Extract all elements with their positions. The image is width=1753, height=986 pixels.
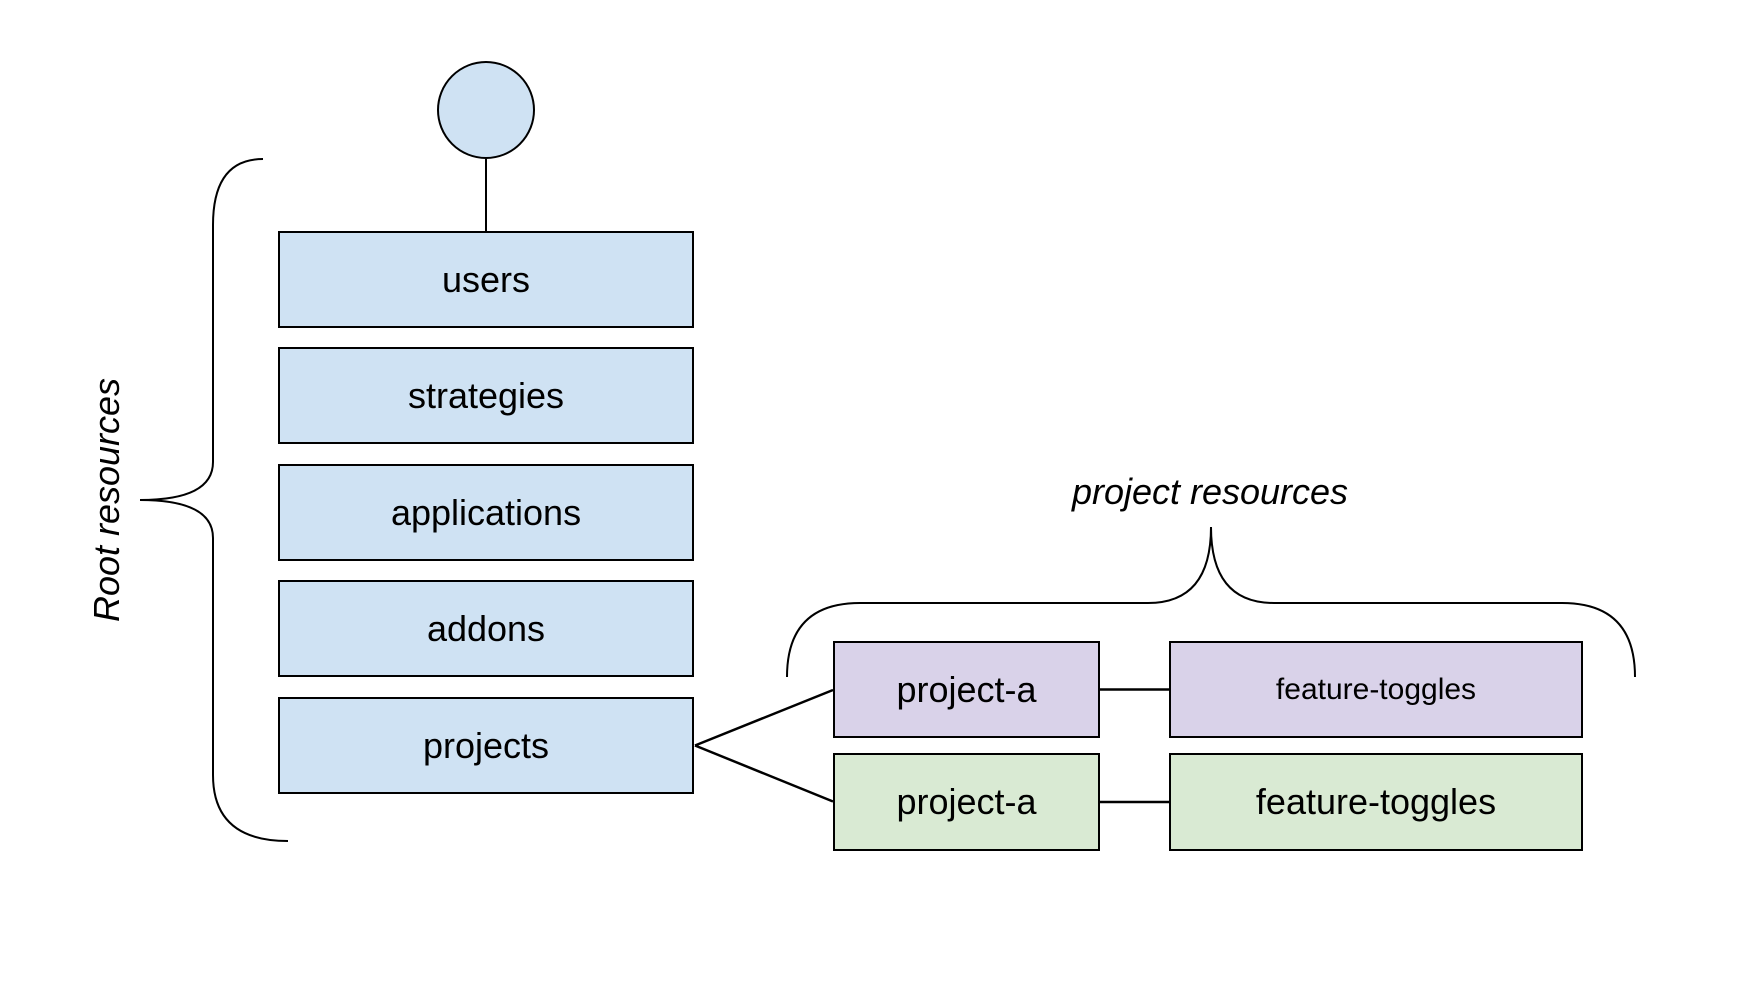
box-feature-toggles-green: feature-toggles xyxy=(1169,753,1583,851)
box-feature-toggles-purple-label: feature-toggles xyxy=(1275,672,1477,706)
root-resources-label: Root resources xyxy=(86,377,127,623)
box-projects-label: projects xyxy=(422,724,550,766)
root-node-circle xyxy=(437,61,535,159)
box-addons: addons xyxy=(278,580,694,677)
box-project-a-green-label: project-a xyxy=(896,781,1037,822)
box-feature-toggles-purple: feature-toggles xyxy=(1169,641,1583,738)
project-resources-brace xyxy=(786,526,1636,678)
box-projects: projects xyxy=(278,697,694,794)
box-strategies: strategies xyxy=(278,347,694,444)
project-resources-label: project resources xyxy=(1071,471,1349,512)
root-resources-brace xyxy=(139,158,289,842)
box-project-a-green: project-a xyxy=(833,753,1100,851)
box-users: users xyxy=(278,231,694,328)
projects-to-project-a-green-line xyxy=(694,744,834,803)
box-strategies-label: strategies xyxy=(407,374,565,416)
box-applications-label: applications xyxy=(390,491,582,533)
box-project-a-purple-label: project-a xyxy=(896,668,1037,710)
box-users-label: users xyxy=(441,258,531,300)
box-feature-toggles-green-label: feature-toggles xyxy=(1255,781,1497,822)
box-applications: applications xyxy=(278,464,694,561)
box-project-a-purple: project-a xyxy=(833,641,1100,738)
box-addons-label: addons xyxy=(426,607,546,649)
projects-to-project-a-purple-line xyxy=(694,688,834,747)
